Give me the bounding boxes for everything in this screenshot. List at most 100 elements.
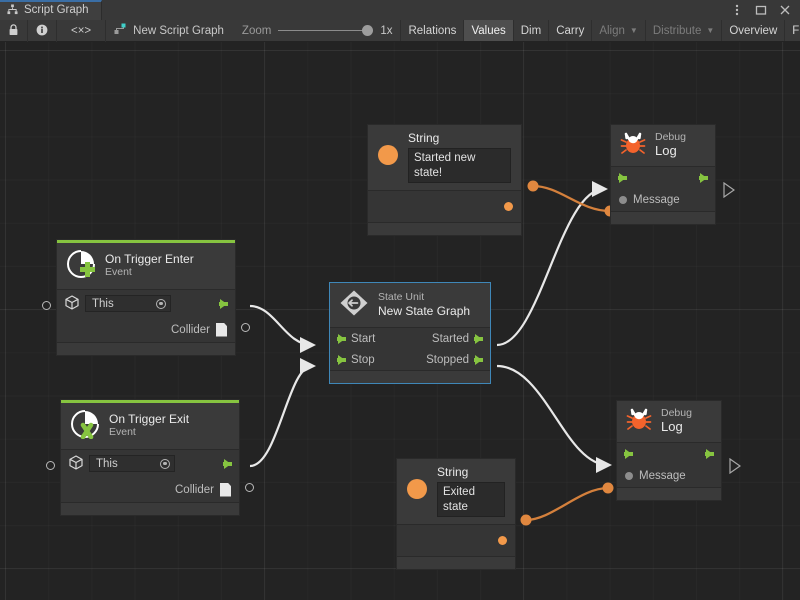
trigger-enter-target-input-stub[interactable] — [42, 301, 51, 310]
graph-canvas[interactable]: String Started new state! — [0, 42, 800, 600]
toolbar-item-label: Relations — [408, 24, 457, 37]
node-title: String — [408, 131, 440, 145]
node-subtitle: Event — [109, 426, 136, 439]
window-titlebar: Script Graph — [0, 0, 800, 20]
node-header: String Exited state — [397, 459, 515, 525]
debug-log-bottom-exit-stub[interactable] — [729, 457, 742, 479]
flow-output-port[interactable] — [699, 172, 708, 183]
flow-port-row — [611, 167, 715, 189]
event-accent-bar — [57, 240, 235, 243]
stopped-output-port[interactable] — [474, 354, 483, 365]
collider-output-port-icon[interactable] — [216, 322, 227, 337]
zoom-value: 1x — [380, 24, 393, 37]
message-input-port[interactable] — [619, 195, 627, 204]
code-view-button[interactable]: <×> — [57, 20, 107, 42]
node-header: On Trigger Enter Event — [57, 243, 235, 290]
toolbar-item-label: Align — [599, 24, 625, 37]
node-string-bottom[interactable]: String Exited state — [396, 458, 516, 570]
edge-string-bottom-to-message — [525, 486, 609, 522]
string-value-field[interactable]: Exited state — [437, 482, 505, 517]
stop-label: Stop — [351, 353, 375, 366]
string-circle-icon — [377, 144, 399, 169]
started-output-port[interactable] — [474, 333, 483, 344]
event-accent-bar — [61, 400, 239, 403]
target-value: This — [96, 457, 118, 470]
node-footer — [57, 342, 235, 355]
toolbar-item-fullscreen[interactable]: Full Scr — [784, 20, 800, 41]
toolbar-item-overview[interactable]: Overview — [721, 20, 784, 41]
flow-input-port[interactable] — [624, 448, 633, 459]
graph-icon — [7, 4, 18, 18]
flow-output-port[interactable] — [219, 298, 228, 309]
node-footer — [611, 210, 715, 224]
trigger-enter-collider-output-stub[interactable] — [241, 323, 250, 332]
trigger-exit-target-input-stub[interactable] — [46, 461, 55, 470]
node-title: String — [437, 465, 469, 479]
info-button[interactable] — [28, 20, 57, 42]
node-debug-log-top[interactable]: Debug Log Message — [610, 124, 716, 225]
node-state-unit[interactable]: State Unit New State Graph Start Started — [329, 282, 491, 384]
zoom-slider[interactable] — [278, 25, 374, 37]
node-body: Message — [617, 442, 721, 487]
kebab-menu-icon[interactable] — [730, 3, 744, 17]
chevron-down-icon: ▼ — [629, 25, 638, 35]
debug-log-top-exit-stub[interactable] — [723, 181, 736, 203]
node-header: String Started new state! — [368, 125, 521, 191]
node-header: Debug Log — [617, 401, 721, 443]
maximize-icon[interactable] — [754, 3, 768, 17]
node-footer — [617, 486, 721, 500]
toolbar-item-distribute[interactable]: Distribute ▼ — [644, 20, 722, 41]
message-label: Message — [633, 193, 680, 206]
node-debug-log-bottom[interactable]: Debug Log Message — [616, 400, 722, 501]
graph-toolbar: <×> New Script Graph Zoom 1x Relation — [0, 20, 800, 42]
bug-icon — [626, 407, 652, 434]
target-object-field[interactable]: This — [89, 455, 175, 472]
node-body — [397, 524, 515, 556]
node-body: Message — [611, 166, 715, 211]
graph-name-field[interactable]: New Script Graph — [106, 20, 234, 41]
toolbar-item-align[interactable]: Align ▼ — [591, 20, 645, 41]
node-string-top[interactable]: String Started new state! — [367, 124, 522, 236]
node-on-trigger-exit[interactable]: On Trigger Exit Event This — [60, 399, 240, 516]
script-graph-asset-icon — [114, 23, 127, 38]
trigger-exit-collider-output-stub[interactable] — [245, 483, 254, 492]
node-header: Debug Log — [611, 125, 715, 167]
collider-label: Collider — [171, 323, 210, 336]
graph-name-label: New Script Graph — [133, 24, 224, 37]
flow-output-port[interactable] — [705, 448, 714, 459]
node-title: Log — [655, 143, 677, 159]
target-value: This — [92, 297, 114, 310]
target-object-field[interactable]: This — [85, 295, 171, 312]
gameobject-icon — [65, 294, 79, 313]
toolbar-item-relations[interactable]: Relations — [400, 20, 463, 41]
string-value-output-port[interactable] — [504, 201, 513, 211]
message-input-port[interactable] — [625, 471, 633, 480]
node-title: On Trigger Enter — [105, 252, 194, 267]
node-subtitle: Debug — [655, 131, 686, 143]
node-body: This Collider — [61, 450, 239, 502]
toolbar-item-label: Values — [471, 24, 506, 37]
node-footer — [368, 221, 521, 235]
close-icon[interactable] — [778, 3, 792, 17]
edge-trigger-exit-to-state-stop — [249, 364, 313, 468]
stop-input-port[interactable] — [337, 354, 346, 365]
zoom-slider-knob[interactable] — [362, 25, 374, 36]
toolbar-item-carry[interactable]: Carry — [548, 20, 591, 41]
toolbar-item-values[interactable]: Values — [463, 20, 513, 41]
bug-icon — [620, 131, 646, 158]
object-picker-icon[interactable] — [156, 298, 166, 309]
flow-input-port[interactable] — [618, 172, 627, 183]
start-input-port[interactable] — [337, 333, 346, 344]
collider-output-port-icon[interactable] — [220, 482, 231, 497]
toolbar-item-dim[interactable]: Dim — [512, 20, 548, 41]
object-picker-icon[interactable] — [160, 458, 170, 469]
chevron-down-icon: ▼ — [706, 25, 715, 35]
string-value-output-port[interactable] — [498, 535, 507, 545]
string-value-field[interactable]: Started new state! — [408, 148, 511, 183]
zoom-label: Zoom — [241, 24, 272, 37]
node-on-trigger-enter[interactable]: On Trigger Enter Event This — [56, 239, 236, 356]
flow-output-port[interactable] — [223, 458, 232, 469]
tab-script-graph[interactable]: Script Graph — [0, 0, 102, 20]
lock-button[interactable] — [0, 20, 28, 42]
toolbar-item-label: Overview — [729, 24, 778, 37]
